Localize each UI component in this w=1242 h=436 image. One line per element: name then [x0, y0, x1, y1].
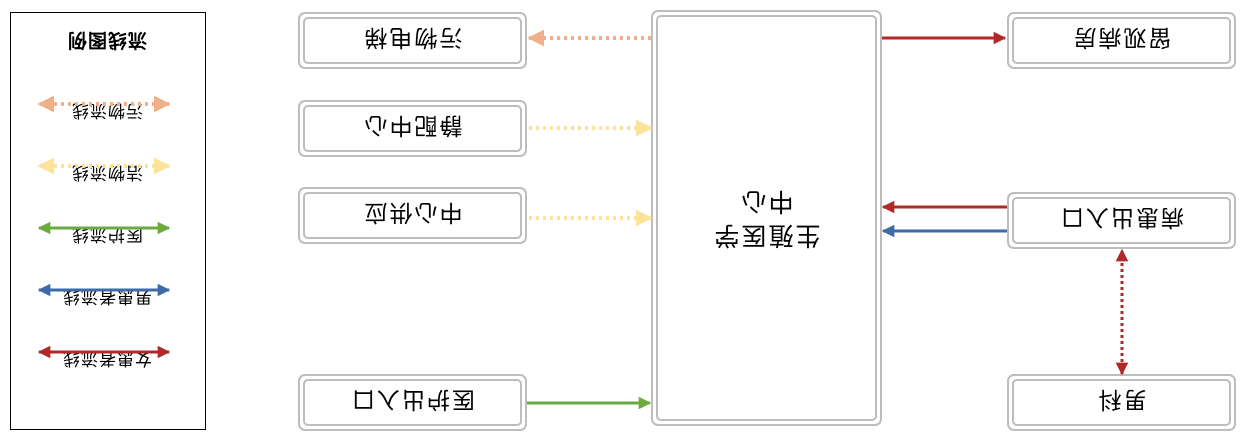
flow-arrows [37, 29, 1129, 410]
flow-diagram: 女患者流线 男患者流线 医护流线 洁物流线 污物流线 流线图例 生殖医学 中心 … [10, 10, 1236, 431]
